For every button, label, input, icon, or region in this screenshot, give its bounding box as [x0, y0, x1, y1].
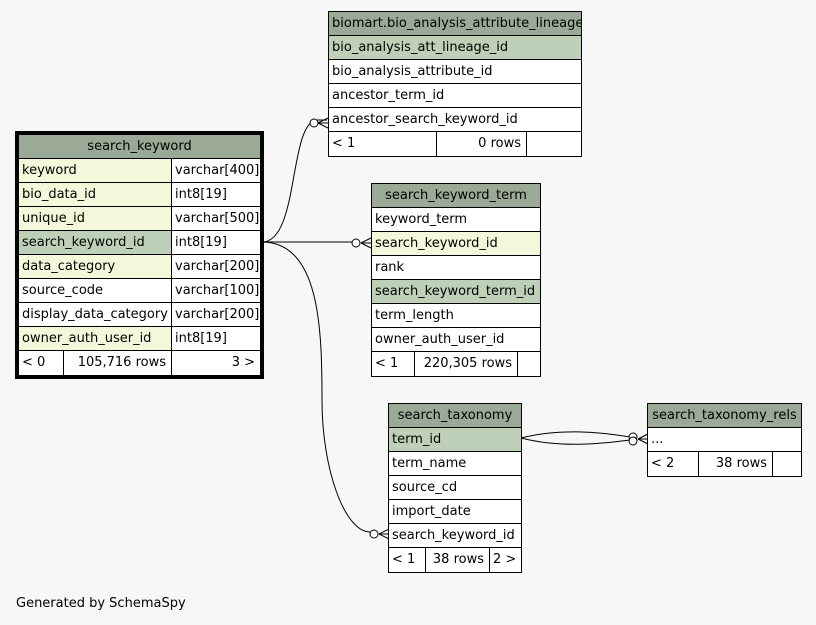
column-name[interactable]: keyword [19, 159, 171, 182]
column-row[interactable]: bio_analysis_att_lineage_id [329, 36, 581, 59]
column-row[interactable]: bio_analysis_attribute_id [332, 64, 493, 79]
column-type: int8[19] [171, 327, 260, 350]
children-link[interactable]: 3 > [171, 351, 260, 375]
row-count: 220,305 rows [414, 352, 517, 376]
parents-link[interactable]: < 1 [332, 136, 356, 151]
column-row[interactable]: source_cd [392, 480, 458, 495]
parents-link[interactable]: < 2 [651, 456, 675, 471]
edge-taxonomy-to-rels-b [520, 437, 631, 445]
table-title: biomart.bio_analysis_attribute_lineage [329, 12, 581, 36]
column-row[interactable]: keyword_term [375, 212, 468, 227]
column-row[interactable]: ancestor_search_keyword_id [332, 112, 518, 127]
column-name[interactable]: display_data_category [22, 307, 168, 322]
column-row[interactable]: term_id [389, 428, 521, 451]
children-link[interactable] [772, 452, 801, 476]
table-search-taxonomy[interactable]: search_taxonomy term_id term_name source… [388, 403, 522, 573]
column-row[interactable]: search_keyword_term_id [372, 280, 540, 303]
column-type: varchar[400] [171, 159, 260, 182]
edge-crowfoot [378, 528, 390, 540]
edge-crowfoot [637, 433, 649, 445]
parents-link[interactable]: < 1 [375, 356, 399, 371]
column-row[interactable]: ancestor_term_id [332, 88, 445, 103]
column-name[interactable]: search_keyword_id [19, 231, 171, 254]
column-row[interactable]: search_keyword_id [392, 528, 515, 543]
row-count: 38 rows [425, 548, 489, 572]
table-title: search_taxonomy_rels [648, 404, 801, 428]
table-bio-analysis-attribute-lineage[interactable]: biomart.bio_analysis_attribute_lineage b… [328, 11, 582, 157]
column-row[interactable]: term_length [375, 308, 454, 323]
edge-end-circle [628, 436, 638, 446]
column-name[interactable]: data_category [19, 255, 171, 278]
column-row[interactable]: ... [651, 432, 664, 447]
edge-crowfoot [360, 237, 372, 249]
column-row[interactable]: rank [375, 260, 405, 275]
edge-end-circle [309, 118, 319, 128]
table-title: search_keyword_term [372, 184, 540, 208]
edge-taxonomy-to-rels-a [520, 431, 631, 439]
table-title: search_taxonomy [389, 404, 521, 428]
edge-keyword-to-lineage [261, 119, 327, 243]
column-row[interactable]: term_name [392, 456, 467, 471]
column-type: varchar[200] [171, 303, 260, 326]
column-type: int8[19] [171, 183, 260, 206]
row-count: 105,716 rows [63, 351, 171, 375]
parents-link[interactable]: < 1 [392, 552, 416, 567]
edge-end-circle [369, 529, 379, 539]
column-type: varchar[200] [171, 255, 260, 278]
column-row[interactable]: owner_auth_user_id [375, 332, 505, 347]
column-type: varchar[500] [171, 207, 260, 230]
generated-by-label: Generated by SchemaSpy [16, 596, 186, 611]
row-count: 38 rows [698, 452, 772, 476]
children-link[interactable] [526, 132, 581, 156]
edge-end-circle [351, 238, 361, 248]
column-name[interactable]: bio_data_id [19, 183, 171, 206]
column-type: int8[19] [171, 231, 260, 254]
column-name[interactable]: owner_auth_user_id [19, 327, 171, 350]
edge-keyword-to-taxonomy [261, 241, 371, 533]
table-title: search_keyword [19, 135, 260, 159]
column-row[interactable]: import_date [392, 504, 471, 519]
edge-crowfoot [317, 117, 329, 129]
row-count: 0 rows [436, 132, 526, 156]
column-row[interactable]: search_keyword_id [372, 232, 540, 255]
table-search-taxonomy-rels[interactable]: search_taxonomy_rels ... < 2 38 rows [647, 403, 802, 477]
table-search-keyword-term[interactable]: search_keyword_term keyword_term search_… [371, 183, 541, 377]
children-link[interactable] [517, 352, 540, 376]
column-type: varchar[100] [171, 279, 260, 302]
children-link[interactable]: 2 > [489, 548, 521, 572]
parents-link[interactable]: < 0 [22, 355, 46, 370]
column-name[interactable]: unique_id [19, 207, 171, 230]
column-name[interactable]: source_code [22, 283, 104, 298]
